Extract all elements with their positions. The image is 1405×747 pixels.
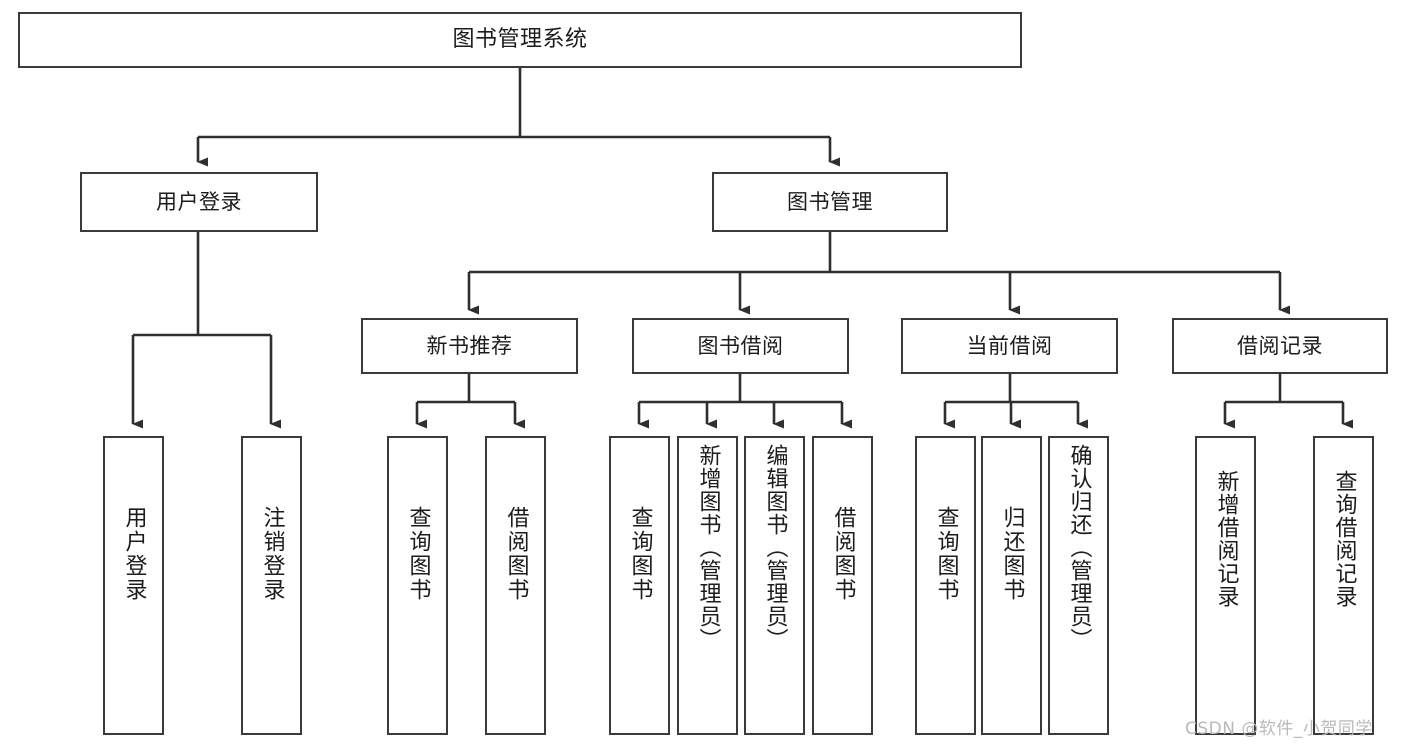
node-new-book-rec[interactable]: 新书推荐 [361, 318, 578, 374]
node-leaf-user-logout-label: 注销登录 [259, 506, 285, 602]
node-leaf-borrow-book-2[interactable]: 借阅图书 [812, 436, 873, 735]
node-leaf-add-book-label: 新增图书（管理员） [695, 444, 721, 651]
node-leaf-return-book-label: 归还图书 [999, 506, 1025, 602]
node-user-login-label: 用户登录 [156, 189, 242, 214]
node-borrow-record-label: 借阅记录 [1237, 333, 1323, 358]
node-leaf-query-book-2[interactable]: 查询图书 [609, 436, 670, 735]
node-leaf-user-login-label: 用户登录 [121, 506, 147, 602]
node-leaf-return-book[interactable]: 归还图书 [981, 436, 1042, 735]
node-leaf-confirm-return[interactable]: 确认归还（管理员） [1048, 436, 1109, 735]
node-current-borrow-label: 当前借阅 [966, 333, 1053, 358]
node-leaf-confirm-return-label: 确认归还（管理员） [1066, 444, 1092, 651]
node-leaf-user-login[interactable]: 用户登录 [103, 436, 164, 735]
node-new-book-rec-label: 新书推荐 [426, 333, 513, 358]
node-leaf-add-record-label: 新增借阅记录 [1213, 470, 1239, 608]
node-leaf-borrow-book-2-label: 借阅图书 [830, 506, 856, 602]
node-leaf-borrow-book-1-label: 借阅图书 [503, 506, 529, 602]
node-leaf-add-record[interactable]: 新增借阅记录 [1195, 436, 1256, 735]
node-current-borrow[interactable]: 当前借阅 [901, 318, 1118, 374]
csdn-watermark: CSDN @软件_小贺同学 [1185, 719, 1373, 739]
node-leaf-query-record-label: 查询借阅记录 [1331, 470, 1357, 608]
node-root[interactable]: 图书管理系统 [18, 12, 1022, 68]
node-leaf-query-book-3[interactable]: 查询图书 [915, 436, 976, 735]
node-leaf-add-book[interactable]: 新增图书（管理员） [677, 436, 738, 735]
node-leaf-query-book-1[interactable]: 查询图书 [387, 436, 448, 735]
node-leaf-query-book-2-label: 查询图书 [627, 506, 653, 602]
node-leaf-query-book-3-label: 查询图书 [933, 506, 959, 602]
node-book-manage[interactable]: 图书管理 [712, 172, 948, 232]
node-root-label: 图书管理系统 [452, 27, 588, 53]
node-leaf-edit-book-label: 编辑图书（管理员） [762, 444, 788, 651]
node-leaf-query-record[interactable]: 查询借阅记录 [1313, 436, 1374, 735]
node-book-borrow-label: 图书借阅 [697, 333, 784, 358]
node-borrow-record[interactable]: 借阅记录 [1172, 318, 1388, 374]
node-leaf-user-logout[interactable]: 注销登录 [241, 436, 302, 735]
node-leaf-query-book-1-label: 查询图书 [405, 506, 431, 602]
node-leaf-borrow-book-1[interactable]: 借阅图书 [485, 436, 546, 735]
node-user-login[interactable]: 用户登录 [80, 172, 318, 232]
node-book-manage-label: 图书管理 [787, 189, 873, 214]
node-leaf-edit-book[interactable]: 编辑图书（管理员） [744, 436, 805, 735]
node-book-borrow[interactable]: 图书借阅 [632, 318, 849, 374]
